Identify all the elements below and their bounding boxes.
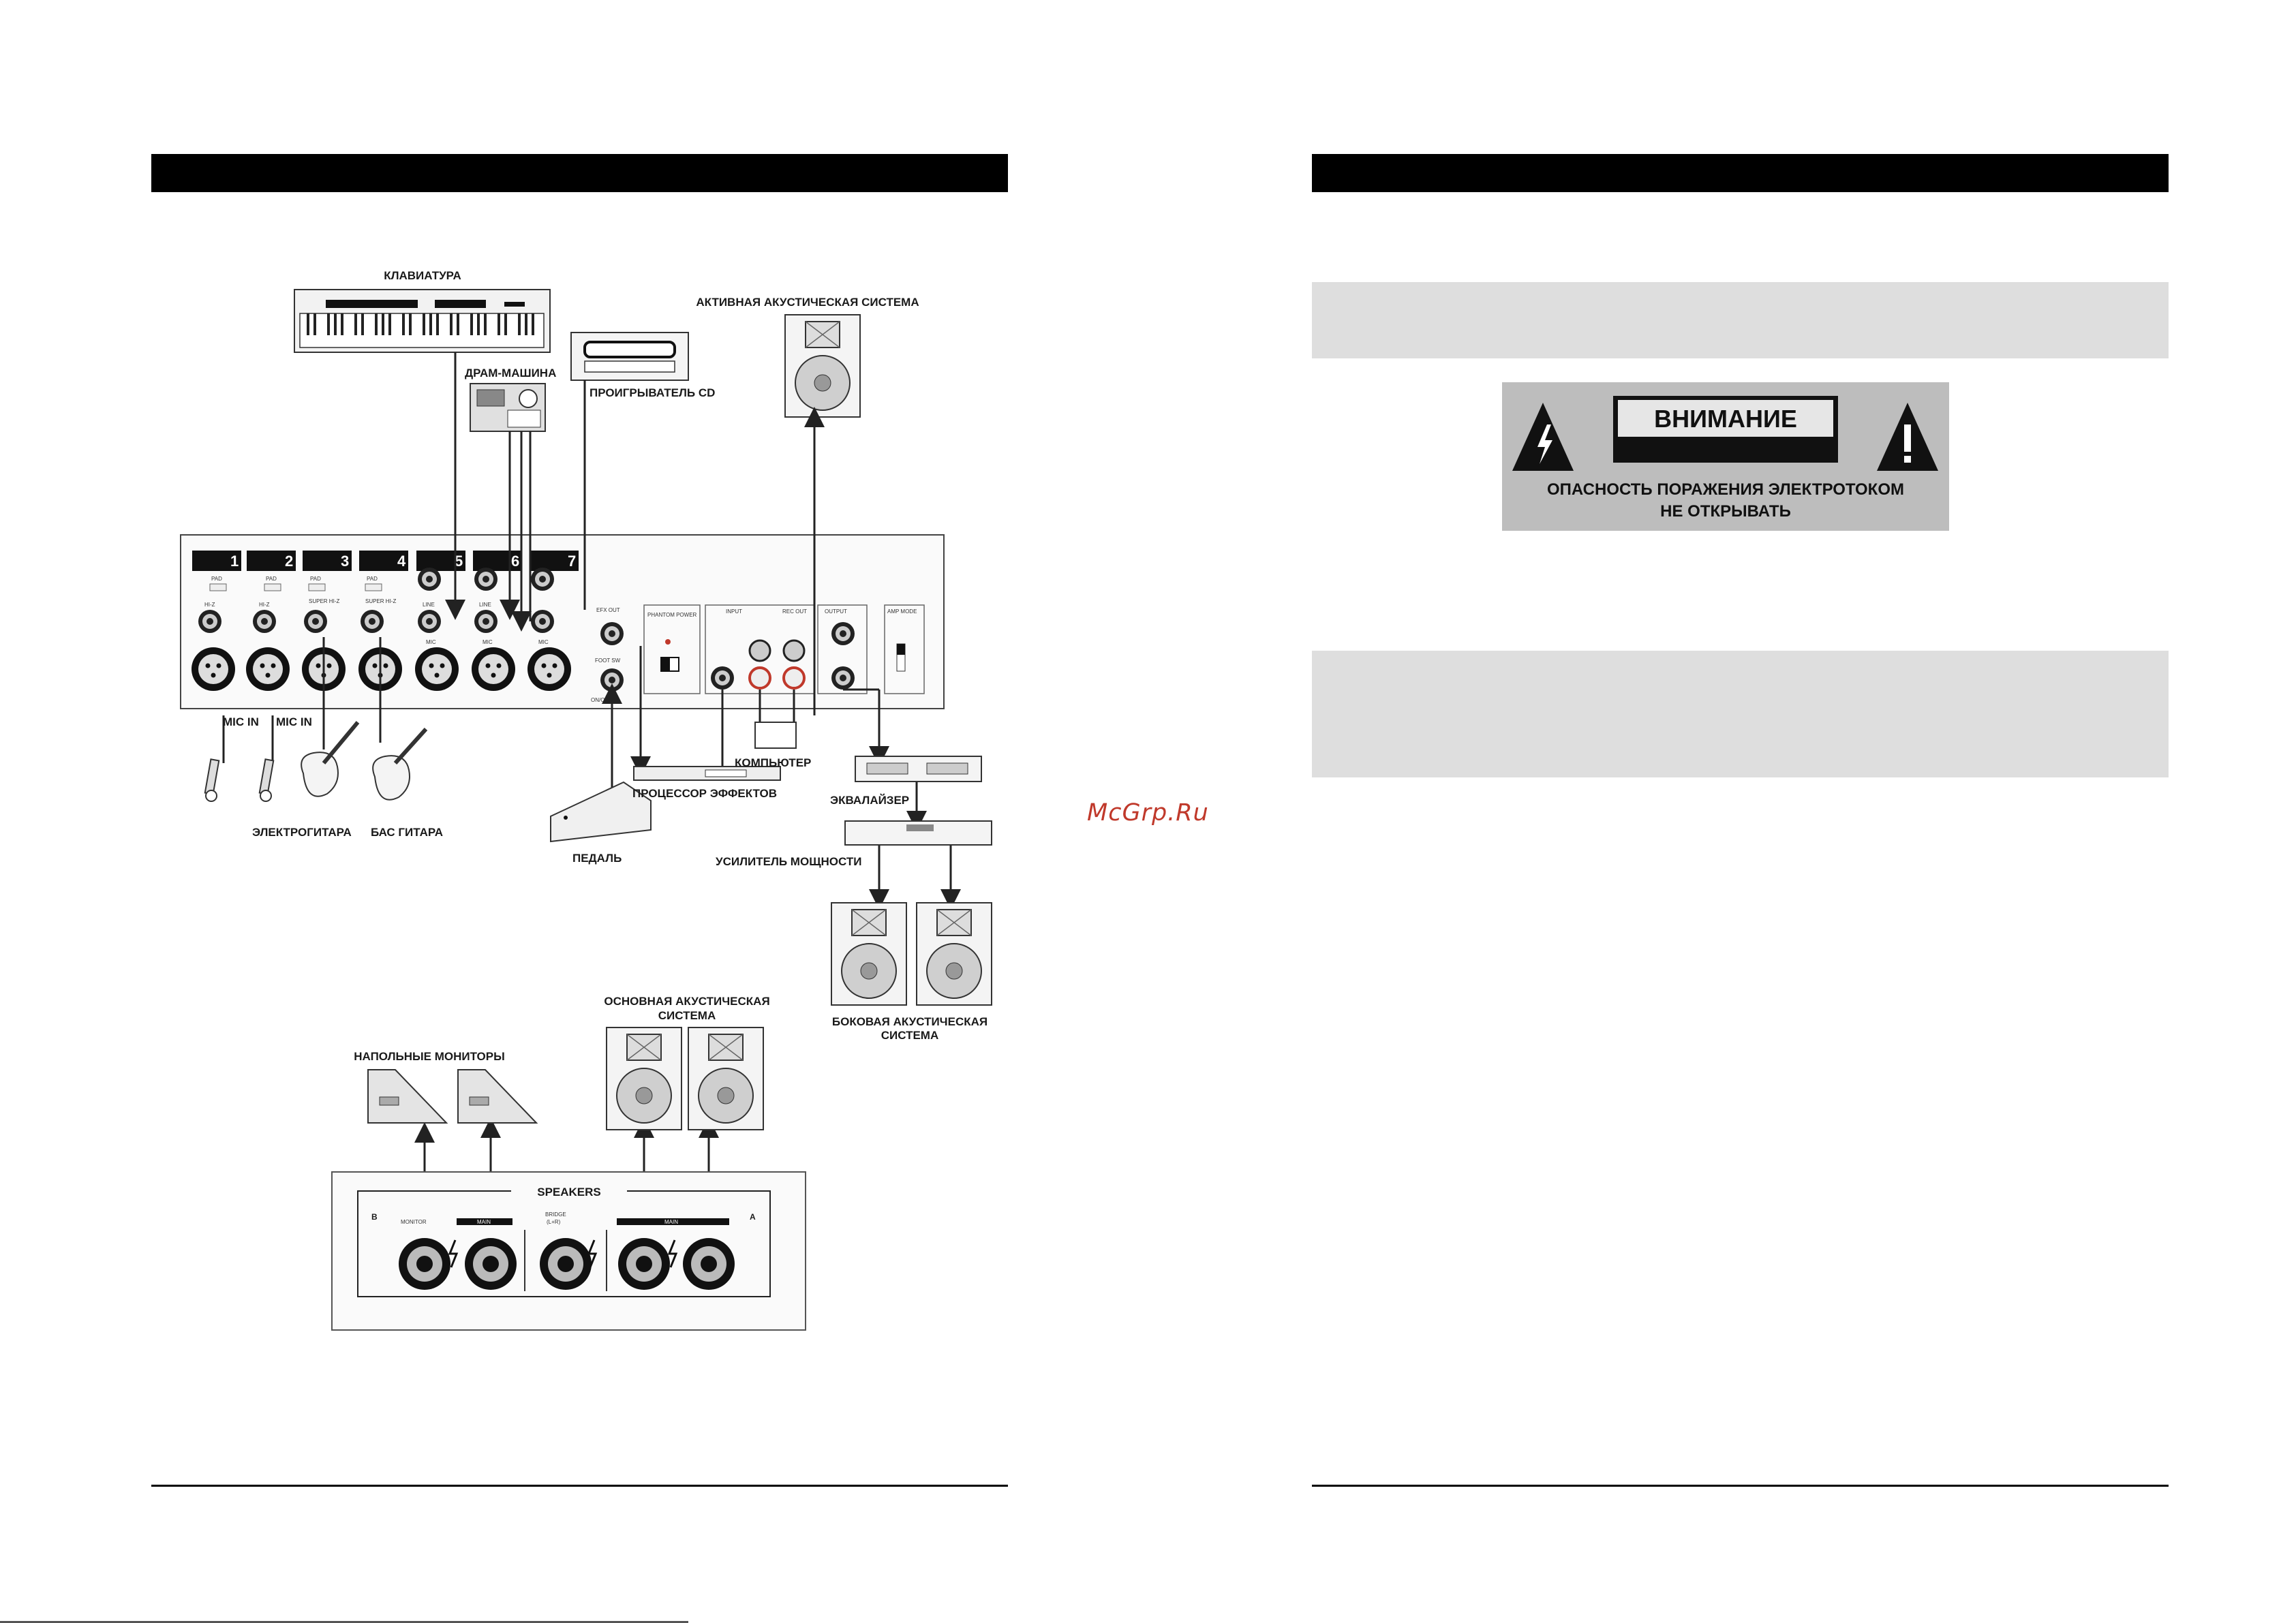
svg-text:MIC: MIC bbox=[426, 639, 436, 645]
main-speaker-left bbox=[606, 1027, 682, 1130]
mixer-panel: 1 2 3 4 5 6 7 PAD PAD PAD PAD HI-Z HI-Z … bbox=[180, 534, 945, 709]
bottom-gray-box bbox=[1312, 651, 2169, 777]
svg-text:MAIN: MAIN bbox=[664, 1219, 678, 1225]
svg-text:REC OUT: REC OUT bbox=[782, 608, 807, 615]
main-speaker-label-2: СИСТЕМА bbox=[658, 1009, 716, 1022]
svg-text:MAIN: MAIN bbox=[477, 1219, 491, 1225]
svg-text:SUPER HI-Z: SUPER HI-Z bbox=[365, 598, 396, 604]
scan-artifact-line bbox=[0, 1621, 688, 1623]
speakers-output-panel: SPEAKERS B A MONITOR MAIN BRIDGE (L+R) M… bbox=[331, 1171, 806, 1331]
top-gray-box bbox=[1312, 282, 2169, 358]
warning-sign: ВНИМАНИЕ ОПАСНОСТЬ ПОРАЖЕНИЯ ЭЛЕКТРОТОКО… bbox=[1502, 382, 1949, 531]
svg-text:MIC: MIC bbox=[538, 639, 549, 645]
main-speaker-label-1: ОСНОВНАЯ АКУСТИЧЕСКАЯ bbox=[604, 995, 769, 1008]
power-amplifier: УСИЛИТЕЛЬ МОЩНОСТИ bbox=[716, 820, 992, 868]
svg-text:HI-Z: HI-Z bbox=[204, 602, 215, 608]
svg-text:PAD: PAD bbox=[310, 576, 321, 582]
mic-2 bbox=[258, 758, 275, 802]
channel-5-label: 5 bbox=[455, 553, 463, 570]
active-speaker-label: АКТИВНАЯ АКУСТИЧЕСКАЯ СИСТЕМА bbox=[696, 296, 919, 309]
svg-text:PAD: PAD bbox=[211, 576, 222, 582]
svg-text:PAD: PAD bbox=[266, 576, 277, 582]
cd-player: ПРОИГРЫВАТЕЛЬ CD bbox=[570, 332, 715, 399]
warning-line-1: ОПАСНОСТЬ ПОРАЖЕНИЯ ЭЛЕКТРОТОКОМ bbox=[1547, 480, 1904, 499]
mic-in-label-1: MIC IN bbox=[223, 715, 259, 728]
amplifier-label: УСИЛИТЕЛЬ МОЩНОСТИ bbox=[716, 855, 861, 868]
electric-guitar-label: ЭЛЕКТРОГИТАРА bbox=[252, 826, 352, 839]
svg-text:B: B bbox=[371, 1212, 378, 1222]
channel-2-label: 2 bbox=[285, 553, 293, 570]
left-header-bar bbox=[151, 154, 1008, 192]
channel-3-label: 3 bbox=[341, 553, 349, 570]
drum-machine: ДРАМ-МАШИНА bbox=[465, 367, 556, 432]
left-page: КЛАВИАТУРА bbox=[151, 154, 1008, 1487]
active-speaker: АКТИВНАЯ АКУСТИЧЕСКАЯ СИСТЕМА bbox=[696, 296, 919, 418]
effects-label: ПРОЦЕССОР ЭФФЕКТОВ bbox=[632, 787, 777, 800]
side-speaker-label-2: СИСТЕМА bbox=[881, 1029, 939, 1042]
svg-text:HI-Z: HI-Z bbox=[259, 602, 270, 608]
svg-text:PAD: PAD bbox=[367, 576, 378, 582]
cd-player-label: ПРОИГРЫВАТЕЛЬ CD bbox=[590, 386, 715, 399]
left-footer-rule bbox=[151, 1485, 1008, 1487]
computer: КОМПЬЮТЕР bbox=[735, 722, 811, 769]
side-speaker-label-1: БОКОВАЯ АКУСТИЧЕСКАЯ bbox=[832, 1015, 988, 1028]
svg-text:AMP MODE: AMP MODE bbox=[887, 608, 917, 615]
channel-headers: 1 2 3 4 5 6 7 bbox=[192, 551, 579, 571]
floor-monitor-2 bbox=[457, 1069, 538, 1124]
bass-guitar-label: БАС ГИТАРА bbox=[371, 826, 443, 839]
svg-text:SUPER HI-Z: SUPER HI-Z bbox=[309, 598, 339, 604]
svg-text:PHANTOM POWER: PHANTOM POWER bbox=[647, 612, 697, 618]
floor-monitor-1 bbox=[367, 1069, 448, 1124]
side-speaker-right bbox=[916, 902, 992, 1006]
svg-text:BRIDGE: BRIDGE bbox=[545, 1211, 566, 1218]
watermark: McGrp.Ru bbox=[1087, 799, 1209, 826]
main-speaker-right bbox=[688, 1027, 764, 1130]
warning-line-2: НЕ ОТКРЫВАТЬ bbox=[1660, 502, 1791, 521]
svg-text:EFX OUT: EFX OUT bbox=[596, 607, 620, 613]
floor-monitors-label: НАПОЛЬНЫЕ МОНИТОРЫ bbox=[354, 1050, 505, 1063]
right-footer-rule bbox=[1312, 1485, 2169, 1487]
svg-text:MIC: MIC bbox=[483, 639, 493, 645]
svg-text:FOOT SW: FOOT SW bbox=[595, 658, 621, 664]
svg-text:LINE: LINE bbox=[423, 602, 435, 608]
svg-text:INPUT: INPUT bbox=[726, 608, 742, 615]
channel-7-label: 7 bbox=[568, 553, 576, 570]
speakers-panel-title: SPEAKERS bbox=[537, 1186, 601, 1199]
effects-processor: ПРОЦЕССОР ЭФФЕКТОВ bbox=[632, 766, 781, 800]
channel-4-label: 4 bbox=[397, 553, 406, 570]
mic-1 bbox=[204, 758, 220, 802]
computer-label: КОМПЬЮТЕР bbox=[735, 756, 811, 769]
equalizer: ЭКВАЛАЙЗЕР bbox=[830, 756, 982, 807]
electric-guitar bbox=[301, 721, 360, 797]
keyboard-label: КЛАВИАТУРА bbox=[384, 269, 461, 282]
drum-machine-label: ДРАМ-МАШИНА bbox=[465, 367, 556, 380]
connection-diagram: КЛАВИАТУРА bbox=[180, 269, 992, 1331]
channel-6-label: 6 bbox=[511, 553, 519, 570]
svg-text:ON/OFF: ON/OFF bbox=[591, 697, 611, 703]
pedal-label: ПЕДАЛЬ bbox=[572, 852, 622, 865]
svg-text:(L+R): (L+R) bbox=[547, 1219, 561, 1225]
svg-text:LINE: LINE bbox=[479, 602, 491, 608]
warning-title: ВНИМАНИЕ bbox=[1654, 405, 1797, 433]
side-speaker-left bbox=[831, 902, 907, 1006]
svg-text:MONITOR: MONITOR bbox=[401, 1219, 427, 1225]
mic-in-label-2: MIC IN bbox=[276, 715, 312, 728]
svg-text:A: A bbox=[750, 1212, 756, 1222]
svg-text:OUTPUT: OUTPUT bbox=[825, 608, 847, 615]
pedal bbox=[550, 781, 652, 843]
equalizer-label: ЭКВАЛАЙЗЕР bbox=[830, 794, 909, 807]
right-page bbox=[1148, 0, 2296, 1623]
channel-1-label: 1 bbox=[230, 553, 239, 570]
bass-guitar bbox=[372, 727, 428, 801]
keyboard: КЛАВИАТУРА bbox=[294, 269, 551, 353]
right-header-bar bbox=[1312, 154, 2169, 192]
